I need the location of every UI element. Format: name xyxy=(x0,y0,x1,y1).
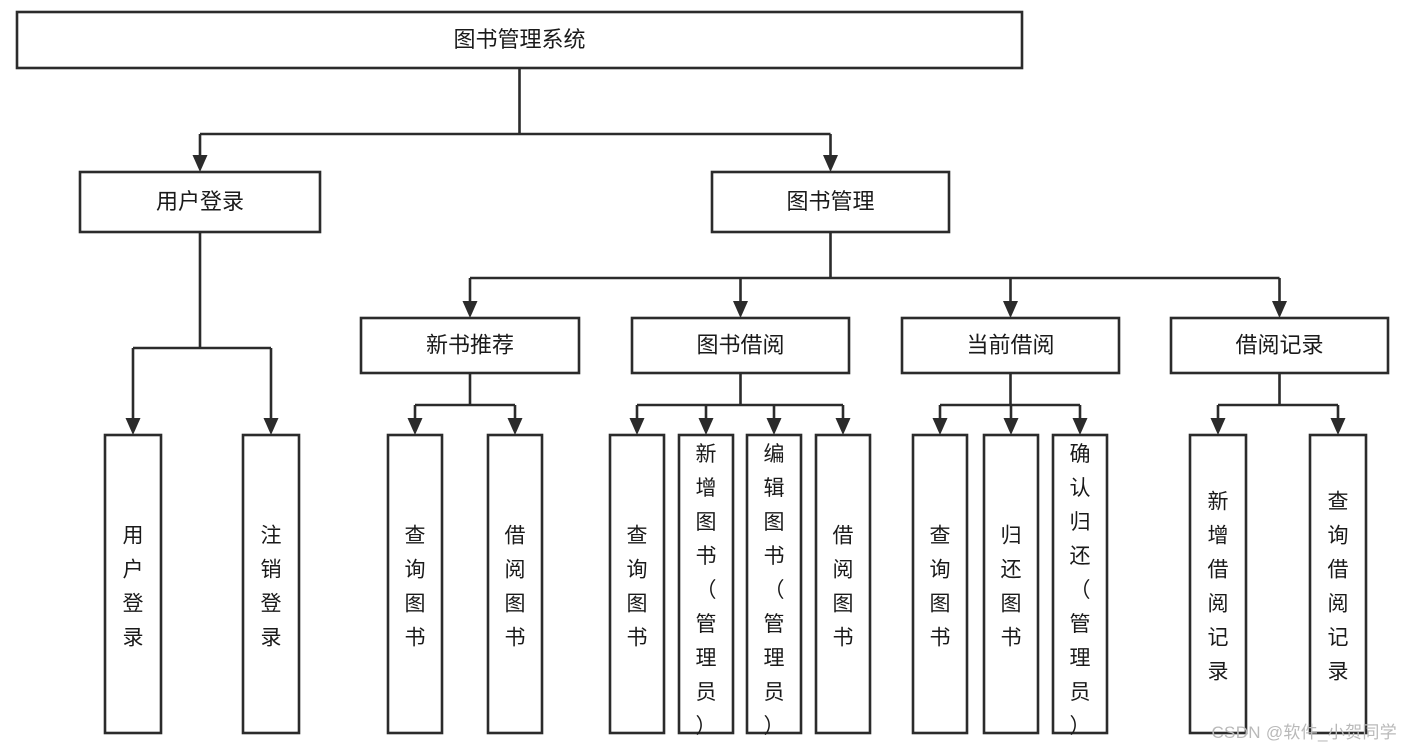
node-l-query-book-2[interactable] xyxy=(608,433,666,735)
node-box[interactable] xyxy=(359,316,581,375)
arrowhead-icon xyxy=(629,418,645,435)
node-book-manage[interactable] xyxy=(710,170,951,234)
node-label: 新增借阅记录 xyxy=(1208,491,1229,684)
node-box[interactable] xyxy=(608,433,666,735)
arrowhead-icon xyxy=(407,418,423,435)
node-label: 当前借阅 xyxy=(966,332,1054,357)
arrowhead-icon xyxy=(1003,418,1019,435)
node-borrow-record[interactable] xyxy=(1169,316,1390,375)
arrowhead-icon xyxy=(125,418,141,435)
node-label: 图书管理系统 xyxy=(453,27,585,52)
arrowhead-icon xyxy=(1072,418,1088,435)
arrowhead-icon xyxy=(1330,418,1346,435)
arrowhead-icon xyxy=(507,418,523,435)
node-l-add-record[interactable] xyxy=(1188,433,1248,735)
node-label: 新书推荐 xyxy=(426,332,514,357)
node-label: 图书借阅 xyxy=(696,332,784,357)
node-box[interactable] xyxy=(900,316,1121,375)
node-box[interactable] xyxy=(814,433,872,735)
node-label: 确认归还（管理员） xyxy=(1070,443,1091,738)
arrowhead-icon xyxy=(1272,301,1287,318)
node-label: 新增图书（管理员） xyxy=(696,443,717,738)
node-l-query-book-1[interactable] xyxy=(386,433,444,735)
node-l-borrow-book-1[interactable] xyxy=(486,433,544,735)
node-label: 归还图书 xyxy=(1001,525,1022,650)
node-label: 查询借阅记录 xyxy=(1328,491,1349,684)
node-root[interactable] xyxy=(15,10,1024,70)
node-label: 借阅图书 xyxy=(833,525,854,650)
node-l-borrow-book-2[interactable] xyxy=(814,433,872,735)
node-label: 查询图书 xyxy=(405,525,426,650)
node-l-add-book[interactable] xyxy=(677,433,735,735)
arrowhead-icon xyxy=(263,418,279,435)
arrowhead-icon xyxy=(1210,418,1226,435)
arrowhead-icon xyxy=(932,418,948,435)
node-label: 查询图书 xyxy=(930,525,951,650)
node-box[interactable] xyxy=(1051,433,1109,735)
node-box[interactable] xyxy=(630,316,851,375)
node-l-query-record[interactable] xyxy=(1308,433,1368,735)
connector-layer xyxy=(125,68,1346,435)
node-box[interactable] xyxy=(78,170,322,234)
node-book-borrow[interactable] xyxy=(630,316,851,375)
arrowhead-icon xyxy=(698,418,714,435)
arrowhead-icon xyxy=(835,418,851,435)
node-box[interactable] xyxy=(982,433,1040,735)
node-leaf-user-logout[interactable] xyxy=(241,433,301,735)
arrowhead-icon xyxy=(192,155,208,172)
arrowhead-icon xyxy=(1003,301,1018,318)
node-box[interactable] xyxy=(911,433,969,735)
node-label: 用户登录 xyxy=(123,525,144,650)
node-label: 借阅记录 xyxy=(1235,332,1323,357)
arrowhead-icon xyxy=(462,301,478,318)
node-box[interactable] xyxy=(103,433,163,735)
node-box[interactable] xyxy=(486,433,544,735)
node-box[interactable] xyxy=(745,433,803,735)
node-l-return-book[interactable] xyxy=(982,433,1040,735)
arrowhead-icon xyxy=(766,418,782,435)
node-leaf-user-login[interactable] xyxy=(103,433,163,735)
node-box[interactable] xyxy=(1169,316,1390,375)
node-box[interactable] xyxy=(710,170,951,234)
csdn-watermark: CSDN @软件_小贺同学 xyxy=(1211,723,1397,742)
node-box[interactable] xyxy=(386,433,444,735)
node-box[interactable] xyxy=(677,433,735,735)
node-label: 编辑图书（管理员） xyxy=(764,443,785,738)
arrowhead-icon xyxy=(823,155,838,172)
node-label: 注销登录 xyxy=(261,525,282,650)
node-l-query-book-3[interactable] xyxy=(911,433,969,735)
node-l-edit-book[interactable] xyxy=(745,433,803,735)
node-label: 查询图书 xyxy=(627,525,648,650)
node-box[interactable] xyxy=(1308,433,1368,735)
node-label: 借阅图书 xyxy=(505,525,526,650)
node-current-borrow[interactable] xyxy=(900,316,1121,375)
arrowhead-icon xyxy=(733,301,748,318)
node-new-book-rec[interactable] xyxy=(359,316,581,375)
node-user-login[interactable] xyxy=(78,170,322,234)
node-label: 图书管理 xyxy=(786,189,874,214)
node-box[interactable] xyxy=(15,10,1024,70)
node-l-confirm-return[interactable] xyxy=(1051,433,1109,735)
node-label: 用户登录 xyxy=(156,189,244,214)
node-box[interactable] xyxy=(1188,433,1248,735)
node-box[interactable] xyxy=(241,433,301,735)
node-layer: 图书管理系统用户登录图书管理新书推荐图书借阅当前借阅借阅记录用户登录注销登录查询… xyxy=(15,10,1390,738)
